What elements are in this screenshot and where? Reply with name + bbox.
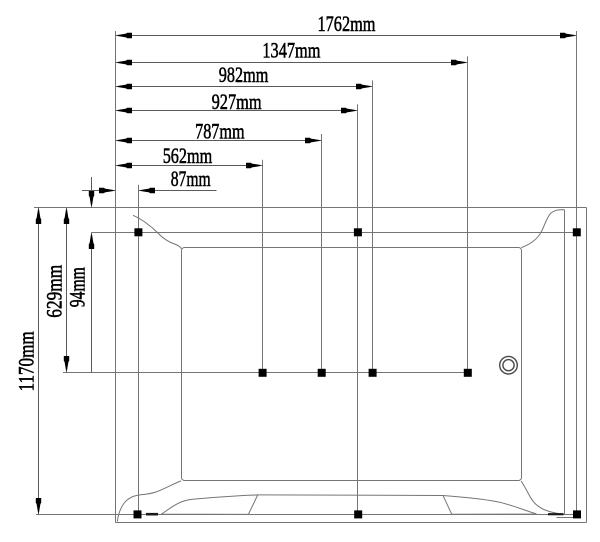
svg-text:87mm: 87mm — [171, 166, 211, 191]
svg-text:927mm: 927mm — [212, 89, 262, 114]
svg-text:1762mm: 1762mm — [318, 11, 376, 36]
svg-text:1170mm: 1170mm — [14, 331, 39, 391]
svg-text:1347mm: 1347mm — [262, 37, 320, 62]
svg-text:787mm: 787mm — [195, 118, 245, 143]
svg-text:629mm: 629mm — [42, 264, 67, 317]
svg-text:982mm: 982mm — [219, 62, 269, 87]
svg-text:94mm: 94mm — [65, 267, 90, 307]
svg-text:562mm: 562mm — [163, 143, 213, 168]
